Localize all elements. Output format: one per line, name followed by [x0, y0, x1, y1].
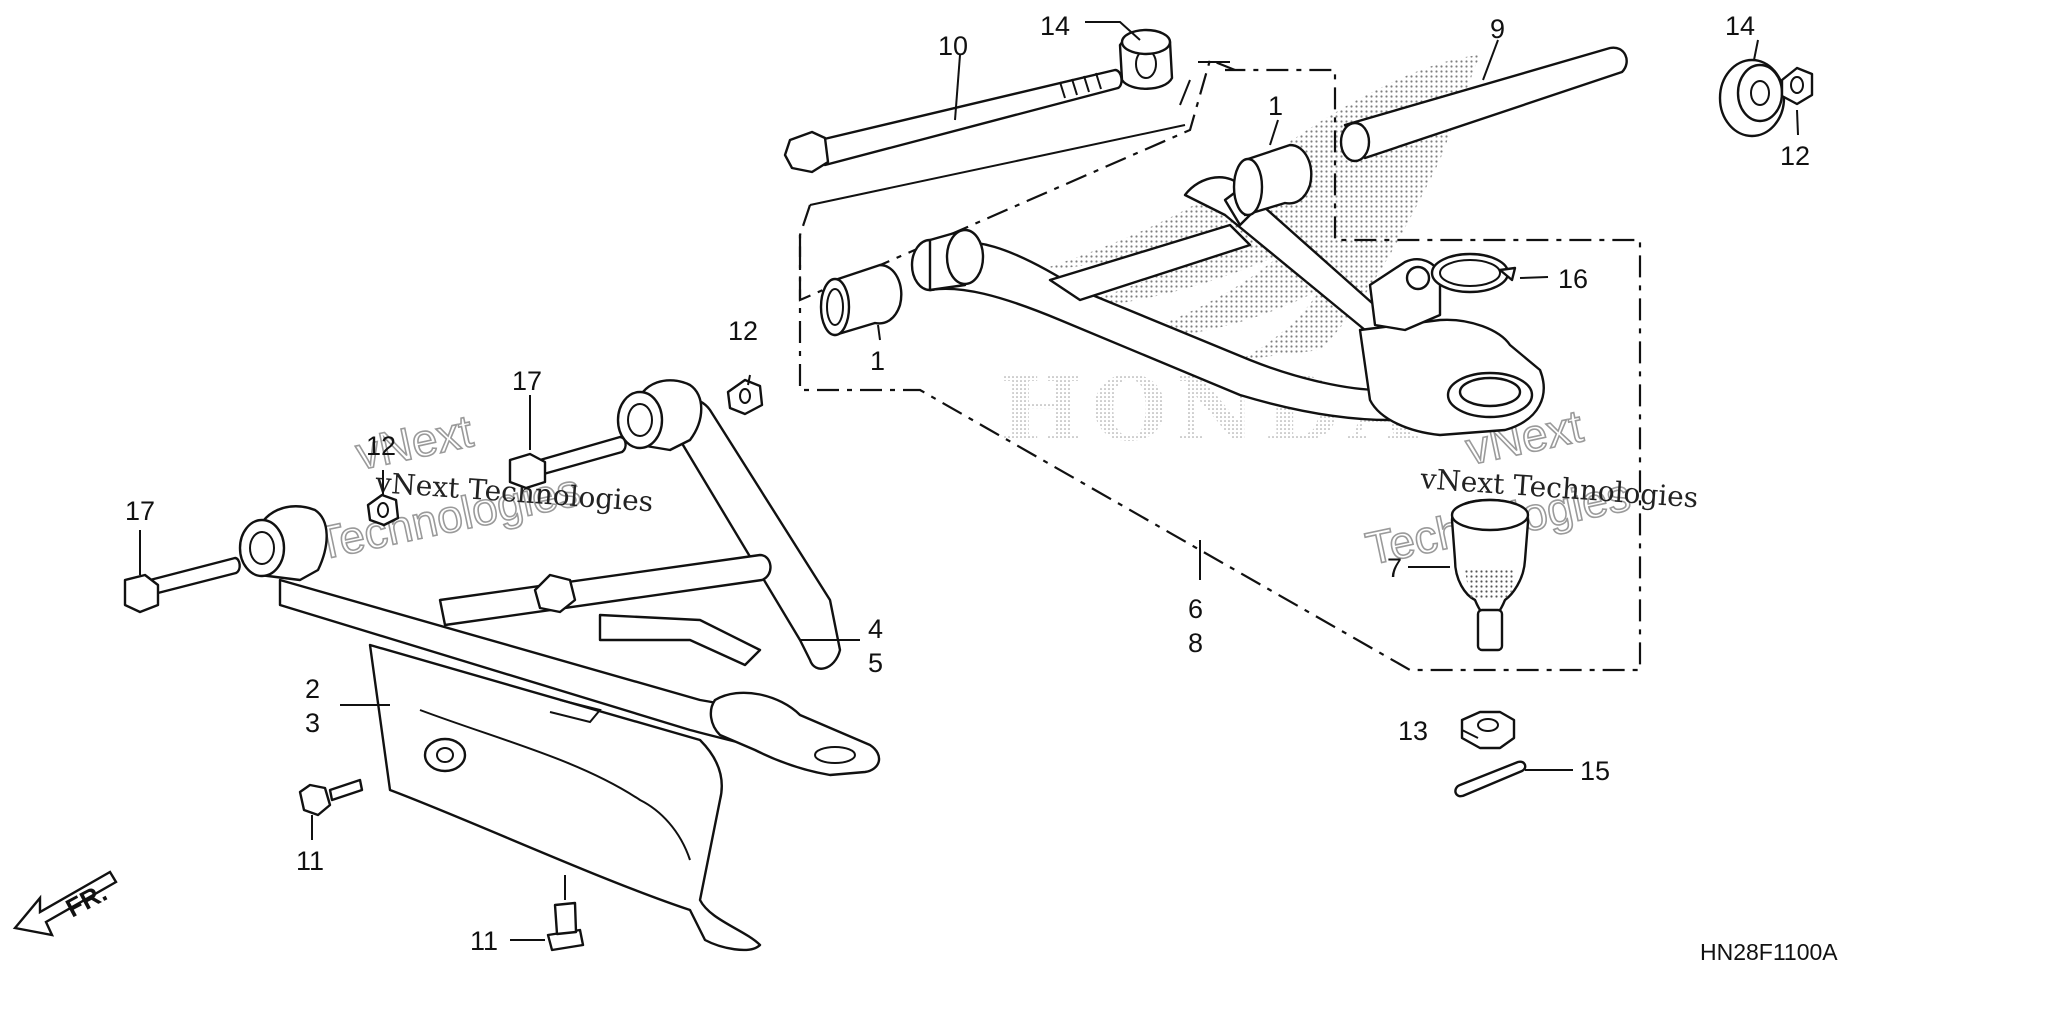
callout-15: 15 [1580, 756, 1610, 786]
callout-12-right: 12 [1780, 141, 1810, 171]
callout-13: 13 [1398, 716, 1428, 746]
callout-3: 3 [305, 708, 320, 738]
bushing-part-1-upper [1232, 143, 1313, 217]
arrow-icon [12, 870, 118, 937]
callout-8: 8 [1188, 628, 1203, 658]
washer-part-14-right [1718, 58, 1786, 138]
diagram-reference-code: HN28F1100A [1700, 939, 1838, 965]
callout-labels: 10 14 9 14 12 1 1 16 7 6 8 13 15 12 17 1… [125, 11, 1810, 956]
callout-1-top: 1 [1268, 91, 1283, 121]
callout-1-bottom: 1 [870, 346, 885, 376]
callout-9: 9 [1490, 14, 1505, 44]
upper-arm-assembly [910, 176, 1545, 437]
cotter-pin-part-15 [1454, 760, 1527, 798]
leader-lines [139, 21, 1799, 941]
callout-2: 2 [305, 674, 320, 704]
callout-11-left: 11 [296, 846, 324, 876]
callout-12-left: 12 [366, 431, 396, 461]
bushing-part-1-lower [819, 263, 903, 337]
vnext-watermark-left: vNext Technologies vNext Technologies [310, 404, 654, 571]
washer-part-14-left [1118, 28, 1174, 90]
callout-4: 4 [868, 614, 883, 644]
callout-14-left: 14 [1040, 11, 1070, 41]
callout-17-left: 17 [125, 496, 155, 526]
callout-14-right: 14 [1725, 11, 1755, 41]
callout-10: 10 [938, 31, 968, 61]
callout-17-mid: 17 [512, 366, 542, 396]
snap-ring-part-16 [1430, 252, 1517, 294]
pivot-shaft-part-9 [1339, 46, 1628, 163]
callout-16: 16 [1558, 264, 1588, 294]
nut-part-12-right [1780, 66, 1814, 106]
ball-joint-part-7 [1450, 498, 1530, 652]
front-direction-arrow: FR. [12, 870, 118, 937]
nut-part-12-left [366, 493, 400, 527]
bolt-part-11-bottom [546, 901, 585, 952]
bolt-part-17-mid [508, 435, 627, 490]
callout-6: 6 [1188, 594, 1203, 624]
callout-5: 5 [868, 648, 883, 678]
assembly-boundary-lines [798, 58, 1642, 672]
castle-nut-part-13 [1460, 710, 1516, 750]
callout-7: 7 [1387, 553, 1402, 583]
callout-11-bottom: 11 [470, 926, 498, 956]
lower-arm-assembly [238, 379, 881, 777]
skid-plate-part-2-3 [368, 643, 762, 952]
bolt-part-10 [783, 68, 1123, 174]
nut-part-12-mid [726, 378, 764, 416]
callout-12-mid: 12 [728, 316, 758, 346]
bolt-part-11-left [298, 778, 364, 817]
bolt-part-17-left [123, 556, 241, 614]
